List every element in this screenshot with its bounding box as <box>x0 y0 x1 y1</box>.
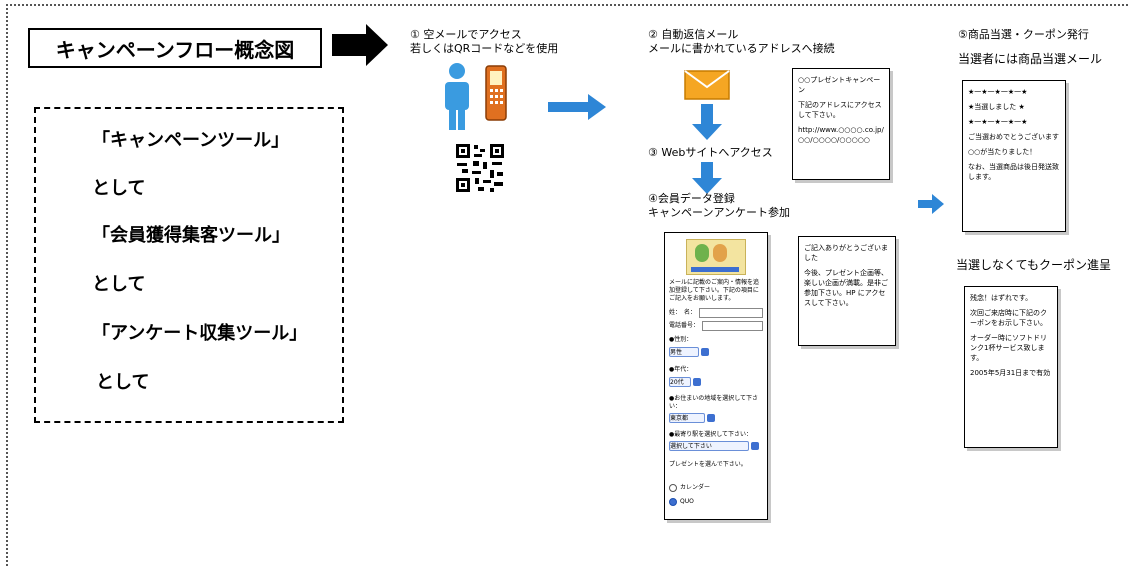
name-input[interactable] <box>699 308 763 318</box>
gender-select[interactable]: 男性 <box>669 347 763 357</box>
email-card-line-1: ○○プレゼントキャンペーン <box>798 76 881 94</box>
step3-caption: ③ Webサイトへアクセス <box>648 146 773 159</box>
thanks-card-line-2: 今後、プレゼント企画等、楽しい企画が満載。是非ご参加下さい。HP にアクセスして… <box>804 269 888 307</box>
radio-icon <box>669 484 677 492</box>
phone-input[interactable] <box>702 321 763 331</box>
web-form-screen: メールに記載のご案内・情報を追加登録して下さい。下記の項目にご記入をお願いします… <box>664 232 768 520</box>
purpose-line-1: 「キャンペーンツール」 <box>92 130 290 151</box>
step1-caption-1: ① 空メールでアクセス <box>410 28 522 41</box>
email-card-url: http://www.○○○○.co.jp/○○/○○○○/○○○○○ <box>798 126 884 144</box>
present-prompt: プレゼントを選んで下さい。 <box>669 461 747 468</box>
purpose-line-3: 「会員獲得集客ツール」 <box>92 225 290 246</box>
winner-email-card: ★一★一★一★一★ ★当選しました ★ ★一★一★一★一★ ご当選おめでとうござ… <box>962 80 1066 232</box>
option-quo-label: QUO <box>680 498 694 505</box>
outer-dotted-frame <box>6 4 1130 566</box>
winner-card-line-5: ○○が当たりました！ <box>968 148 1037 156</box>
diagram-title: キャンペーンフロー概念図 <box>28 28 322 68</box>
coupon-card-line-3: オーダー時にソフトドリンク1杯サービス致します。 <box>970 334 1047 362</box>
chevron-down-icon <box>751 442 759 450</box>
age-label: ●年代： <box>669 366 693 373</box>
purpose-line-4: として <box>92 274 146 295</box>
step1-caption-2: 若しくはQRコードなどを使用 <box>410 42 559 55</box>
mobile-phone-icon <box>485 65 507 121</box>
purpose-line-6: として <box>96 372 150 393</box>
radio-selected-icon <box>669 498 677 506</box>
gender-label: ●性別： <box>669 336 693 343</box>
age-select[interactable]: 20代 <box>669 377 763 387</box>
option-calendar[interactable]: カレンダー <box>669 483 763 493</box>
thanks-screen-card: ご記入ありがとうございました 今後、プレゼント企画等、楽しい企画が満載。是非ご参… <box>798 236 896 346</box>
step5-caption-3: 当選しなくてもクーポン進呈 <box>956 258 1112 272</box>
winner-card-line-3: ★一★一★一★一★ <box>968 118 1028 126</box>
area-select-value: 東京都 <box>669 413 705 423</box>
coupon-card-line-2: 次回ご来店時に下記のクーポンをお示し下さい。 <box>970 309 1047 327</box>
winner-card-line-4: ご当選おめでとうございます <box>968 133 1059 141</box>
purpose-line-2: として <box>92 178 146 199</box>
first-name-label: 名： <box>684 309 697 316</box>
coupon-card-line-4: 2005年5月31日まで有効 <box>970 369 1051 377</box>
age-select-value: 20代 <box>669 377 691 387</box>
blue-arrow-down-icon <box>692 104 722 140</box>
step4-caption-2: キャンペーンアンケート参加 <box>648 206 791 219</box>
step5-caption-2: 当選者には商品当選メール <box>958 52 1103 66</box>
area-label: ●お住まいの地域を選択して下さい： <box>669 395 759 410</box>
auto-reply-email-card: ○○プレゼントキャンペーン 下記のアドレスにアクセスして下さい。 http://… <box>792 68 890 180</box>
option-quo[interactable]: QUO <box>669 497 763 507</box>
person-icon <box>445 63 469 130</box>
thanks-card-line-1: ご記入ありがとうございました <box>804 244 888 262</box>
chevron-down-icon <box>701 348 709 356</box>
phone-label: 電話番号： <box>669 322 700 329</box>
winner-card-line-2: ★当選しました ★ <box>968 103 1025 111</box>
chevron-down-icon <box>693 378 701 386</box>
email-card-line-2: 下記のアドレスにアクセスして下さい。 <box>798 101 882 119</box>
last-name-label: 姓： <box>669 309 682 316</box>
station-select-value: 選択して下さい <box>669 441 749 451</box>
purpose-box <box>34 107 344 423</box>
step5-caption-1: ⑤商品当選・クーポン発行 <box>958 28 1089 41</box>
step2-caption-1: ② 自動返信メール <box>648 28 739 41</box>
purpose-line-5: 「アンケート収集ツール」 <box>92 323 308 344</box>
area-select[interactable]: 東京都 <box>669 413 763 423</box>
blue-arrow-right-2-icon <box>918 194 944 214</box>
form-intro: メールに記載のご案内・情報を追加登録して下さい。下記の項目にご記入をお願いします… <box>669 279 760 302</box>
winner-card-line-1: ★一★一★一★一★ <box>968 88 1028 96</box>
step2-caption-2: メールに書かれているアドレスへ接続 <box>648 42 835 55</box>
station-select[interactable]: 選択して下さい <box>669 441 763 451</box>
envelope-icon <box>684 70 730 100</box>
banner-image <box>686 239 746 275</box>
coupon-email-card: 残念！はずれです。 次回ご来店時に下記のクーポンをお示し下さい。 オーダー時にソ… <box>964 286 1058 448</box>
coupon-card-line-1: 残念！はずれです。 <box>970 294 1033 302</box>
form-row-phone: 電話番号： <box>669 321 763 331</box>
black-arrow-icon <box>332 24 388 66</box>
form-row-name: 姓： 名： <box>669 308 763 318</box>
chevron-down-icon <box>707 414 715 422</box>
step4-caption-1: ④会員データ登録 <box>648 192 735 205</box>
station-label: ●最寄り駅を選択して下さい： <box>669 431 753 438</box>
winner-card-line-6: なお、当選商品は後日発送致します。 <box>968 163 1059 181</box>
blue-arrow-right-icon <box>548 94 606 120</box>
blue-arrow-down-2-icon <box>692 162 722 194</box>
option-calendar-label: カレンダー <box>680 484 711 491</box>
gender-select-value: 男性 <box>669 347 699 357</box>
qr-code-icon <box>454 142 506 194</box>
